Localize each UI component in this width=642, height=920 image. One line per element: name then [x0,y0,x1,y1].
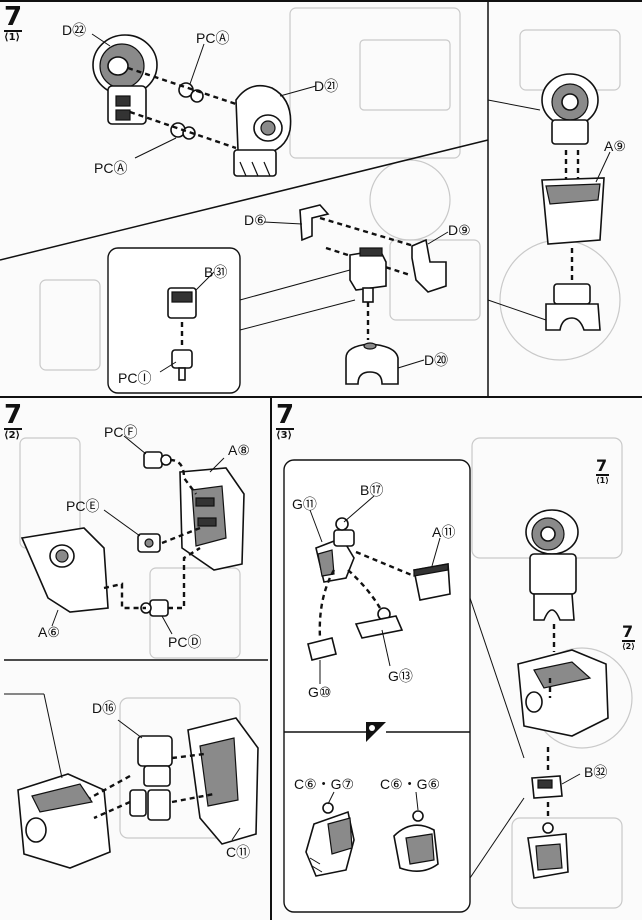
part-hand-c6-g6 [393,810,439,872]
label-a8: A⑧ [228,442,250,458]
step-badge-7-2: 7 ⟨2⟩ [4,400,23,441]
part-g10 [307,637,337,661]
ref-badge-7-1: 7 ⟨1⟩ [596,458,609,485]
label-a6: A⑥ [38,624,60,640]
step-badge-7-3: 7 ⟨3⟩ [276,400,295,441]
part-knee-ball [541,73,599,145]
label-b32: B㉜ [584,764,608,780]
label-c6-g7: C⑥・G⑦ [294,776,355,792]
part-g13 [354,607,404,639]
part-lower-leg [545,283,601,331]
step-number: 7 [276,400,295,430]
part-c11 [187,717,259,845]
part-pca-1 [178,82,204,103]
label-g13: G⑬ [388,668,413,684]
part-pce [137,533,161,553]
panel-step-7-2: 7 ⟨2⟩ PCⒻ A⑧ PCⒺ A⑥ PCⒹ D⑯ C⑪ [0,398,272,920]
label-b31: B㉛ [204,264,228,280]
panel-7-3-artwork [283,437,633,913]
part-ref-leg [525,509,579,621]
part-d21 [233,84,292,177]
panel-step-7-3: 7 ⟨3⟩ 7 ⟨1⟩ 7 ⟨2⟩ G⑪ B⑰ A⑪ G⑬ G⑩ C⑥・G⑦ C… [272,398,642,920]
label-d9: D⑨ [448,222,471,238]
part-d6 [299,204,330,242]
label-pcd: PCⒹ [168,634,202,650]
panel-step-7-1: 7 ⟨1⟩ D㉒ PCⒶ PCⒶ D㉑ A⑨ D⑥ D⑨ B㉛ PCⒾ D⑳ [0,0,642,398]
label-a9: A⑨ [604,138,626,154]
part-b31 [167,287,197,319]
part-ref-hand [527,822,569,879]
option-icon [366,722,386,742]
part-d22 [92,34,158,125]
part-d9 [411,238,447,293]
panel-7-2-artwork [4,398,272,920]
ref-badge-7-2: 7 ⟨2⟩ [622,624,635,651]
label-pcf: PCⒻ [104,424,138,440]
label-a11: A⑪ [432,524,456,540]
label-pca-1: PCⒶ [196,30,230,46]
part-a9 [541,177,605,245]
label-g11: G⑪ [292,496,317,512]
panel-7-1-artwork [0,0,642,398]
label-c6-g6: C⑥・G⑥ [380,776,441,792]
step-substep: ⟨1⟩ [4,30,23,43]
step-number: 7 [4,400,23,430]
part-d16 [129,735,173,821]
step-substep: ⟨2⟩ [622,640,635,651]
part-ref-torso [517,649,609,737]
part-pcf [143,451,172,469]
label-d20: D⑳ [424,352,449,368]
step-number: 7 [4,2,23,32]
part-b32 [531,775,563,799]
label-pca-2: PCⒶ [94,160,128,176]
label-pci: PCⒾ [118,370,152,386]
label-pce: PCⒺ [66,498,100,514]
label-b17: B⑰ [360,482,384,498]
step-number: 7 [622,622,634,641]
label-d22: D㉒ [62,22,87,38]
label-d16: D⑯ [92,700,117,716]
step-badge-7-1: 7 ⟨1⟩ [4,2,23,43]
part-pci [171,349,193,381]
part-a11 [413,563,451,601]
step-number: 7 [596,456,608,475]
label-g10: G⑩ [308,684,332,700]
part-joint-block [349,247,387,303]
step-substep: ⟨2⟩ [4,428,23,441]
step-substep: ⟨1⟩ [596,474,609,485]
part-torso-block [17,773,111,869]
part-d20 [345,342,399,385]
label-d21: D㉑ [314,78,339,94]
label-d6: D⑥ [244,212,267,228]
part-a6 [20,527,109,613]
label-c11: C⑪ [226,844,251,860]
step-substep: ⟨3⟩ [276,428,295,441]
part-g11 [315,537,355,583]
